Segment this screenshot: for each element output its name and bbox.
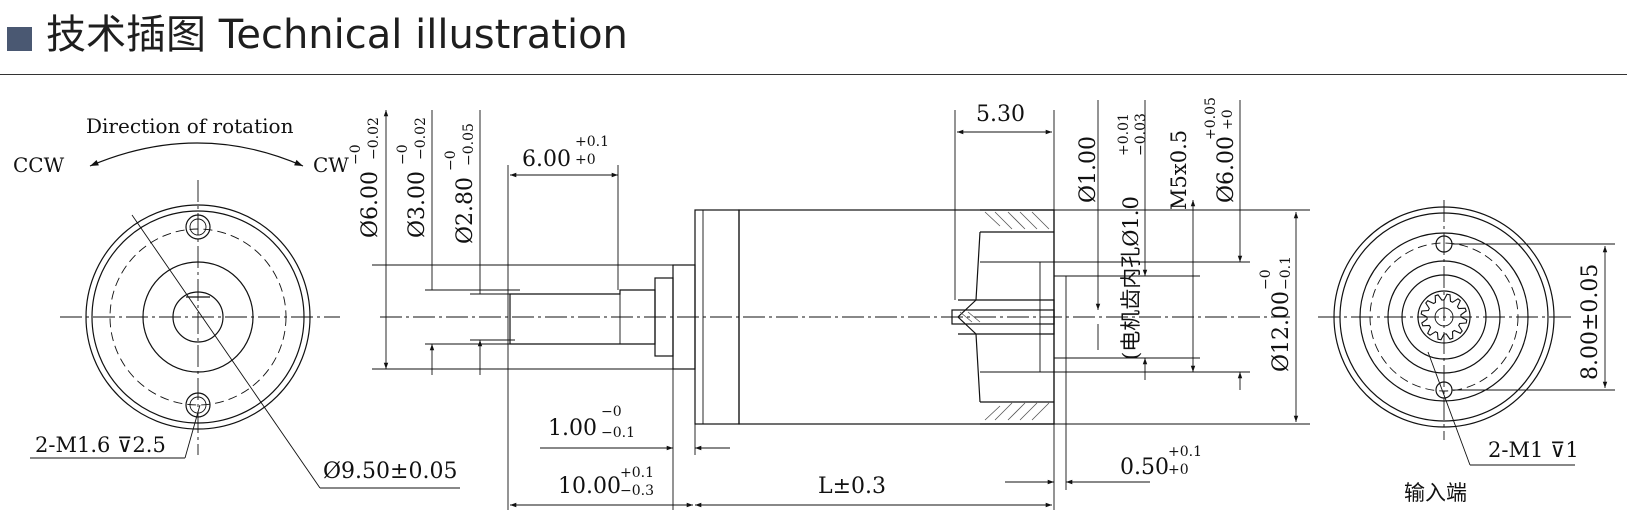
motor-gear-hole-tol-upper: +0.01	[1116, 113, 1132, 156]
rear-length-label: 5.30	[976, 102, 1025, 127]
side-view	[372, 100, 1310, 510]
header-title: 技术插图 Technical illustration	[46, 12, 628, 58]
front-view	[30, 142, 460, 489]
body-diameter-tol-lower: −0.1	[1278, 256, 1294, 290]
body-diameter-tol-upper: −0	[1258, 269, 1274, 290]
rear-gap-tol-upper: +0.1	[1168, 444, 1202, 460]
hole-spacing-label: 8.00±0.05	[1578, 264, 1603, 380]
thread-label: M5x0.5	[1167, 130, 1191, 210]
ccw-label: CCW	[13, 153, 65, 177]
shaft-d3-label: Ø2.80	[453, 177, 478, 244]
cw-label: CW	[313, 153, 349, 177]
pinion-teeth	[1420, 293, 1468, 341]
shaft-d1-tol-lower: −0.02	[366, 117, 382, 160]
motor-gear-hole-label: (电机齿内孔Ø1.0	[1119, 196, 1143, 360]
rear-pinion-gear	[1420, 293, 1468, 341]
shaft-d3-tol-lower: −0.05	[461, 123, 477, 166]
front-diameter-label: Ø9.50±0.05	[323, 459, 457, 484]
shaft-d1-tol-upper: −0	[348, 144, 364, 165]
collar-length-tol-lower: −0.1	[601, 425, 635, 441]
section-header: 技术插图 Technical illustration	[0, 0, 1627, 76]
shaft-d2-tol-upper: −0	[395, 144, 411, 165]
output-length-label: 10.00	[558, 474, 621, 499]
collar-length-label: 1.00	[548, 416, 597, 441]
rear-mount-holes-label: 2-M1 ⊽1	[1488, 438, 1579, 462]
collar-length-tol-upper: −0	[601, 404, 622, 420]
output-length-tol-lower: −0.3	[620, 483, 654, 499]
shaft-d2-tol-lower: −0.02	[413, 117, 429, 160]
rear-d2-tol-lower: +0	[1220, 109, 1236, 130]
input-end-label: 输入端	[1404, 481, 1467, 505]
rotation-direction-label: Direction of rotation	[86, 114, 294, 138]
shaft-length-label: 6.00	[522, 147, 571, 172]
rear-gap-label: 0.50	[1120, 455, 1169, 480]
shaft-length-tol-upper: +0.1	[575, 134, 609, 150]
shaft-d2-label: Ø3.00	[405, 171, 430, 238]
shaft-length-tol-lower: +0	[575, 152, 596, 168]
body-diameter-label: Ø12.00	[1269, 291, 1294, 372]
rear-d2-tol-upper: +0.05	[1203, 97, 1219, 140]
rear-gap-tol-lower: +0	[1168, 462, 1189, 478]
header-divider	[0, 74, 1627, 75]
rear-d1-label: Ø1.00	[1076, 136, 1101, 203]
rear-d2-label: Ø6.00	[1214, 136, 1239, 203]
rear-view	[1318, 200, 1615, 466]
shaft-d3-tol-upper: −0	[443, 150, 459, 171]
front-mount-holes-label: 2-M1.6 ⊽2.5	[35, 433, 166, 457]
output-length-tol-upper: +0.1	[620, 465, 654, 481]
header-square-icon	[7, 27, 32, 51]
shaft-d1-label: Ø6.00	[358, 171, 383, 238]
motor-gear-hole-tol-lower: −0.03	[1133, 113, 1149, 156]
body-length-label: L±0.3	[818, 474, 886, 499]
